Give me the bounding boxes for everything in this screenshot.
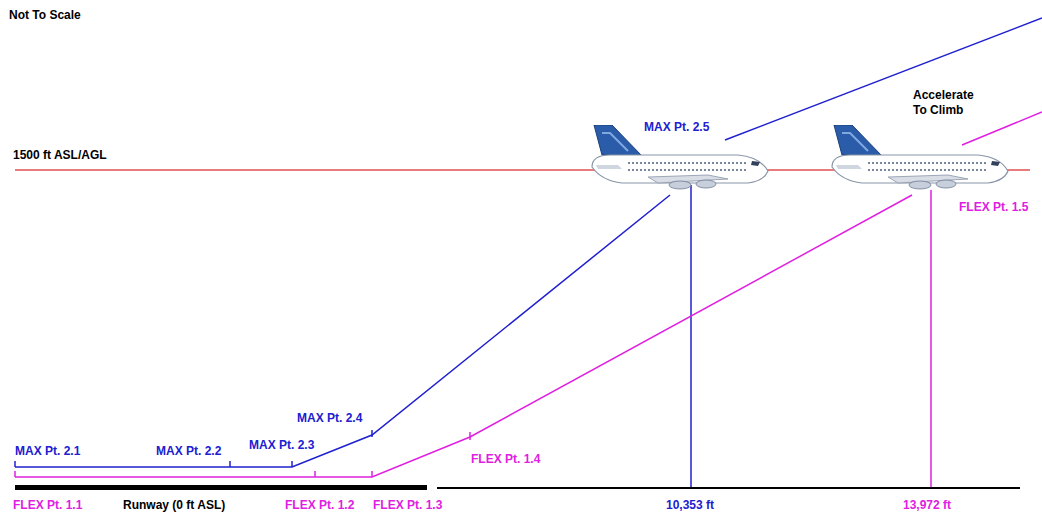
point-label: FLEX Pt. 1.4 [470,452,541,467]
aircraft-icon [832,125,1008,189]
note-text: Not To Scale [8,8,82,23]
point-label: FLEX Pt. 1.1 [12,498,83,513]
runway-label: Runway (0 ft ASL) [122,498,226,513]
point-label: FLEX Pt. 1.2 [284,498,355,513]
point-label: MAX Pt. 2.1 [14,444,81,459]
distance-label: 10,353 ft [665,498,715,513]
runway-bar [15,485,427,490]
flex-thrust-profile [15,112,1042,487]
distance-label: 13,972 ft [902,498,952,513]
point-label: FLEX Pt. 1.3 [372,498,443,513]
distance-axis [437,487,1020,489]
point-label: MAX Pt. 2.3 [248,438,315,453]
max-thrust-profile [15,18,1042,487]
point-label: MAX Pt. 2.5 [643,120,710,135]
point-label: FLEX Pt. 1.5 [958,200,1029,215]
altitude-label: 1500 ft ASL/AGL [12,148,108,163]
point-label: MAX Pt. 2.4 [296,411,363,426]
phase-label: Accelerate To Climb [912,88,976,118]
point-label: MAX Pt. 2.2 [155,444,222,459]
